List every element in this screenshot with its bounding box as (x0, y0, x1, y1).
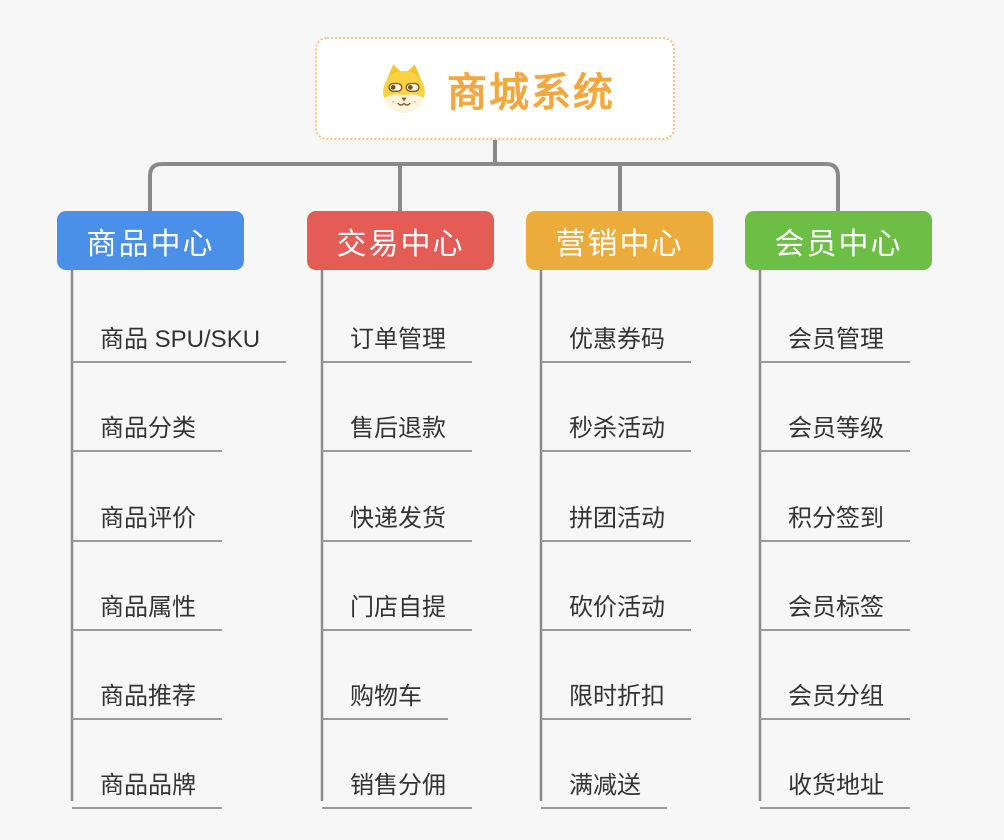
subtopic-shopping-cart[interactable]: 购物车 (322, 667, 448, 720)
subtopic-order-manage[interactable]: 订单管理 (322, 310, 472, 363)
subtopic-shipping-address[interactable]: 收货地址 (760, 756, 910, 809)
connector-rail (148, 162, 840, 211)
root-node[interactable]: 商城系统 (315, 37, 675, 140)
subtopic-product-category[interactable]: 商品分类 (72, 399, 222, 452)
subtopic-express-delivery[interactable]: 快递发货 (322, 489, 472, 542)
subtopic-product-brand[interactable]: 商品品牌 (72, 756, 222, 809)
subtopic-coupon-code[interactable]: 优惠券码 (541, 310, 691, 363)
subtopic-member-manage[interactable]: 会员管理 (760, 310, 910, 363)
subtopic-product-review[interactable]: 商品评价 (72, 489, 222, 542)
root-label: 商城系统 (447, 70, 615, 115)
subtopic-product-attr[interactable]: 商品属性 (72, 578, 222, 631)
subtopic-member-level[interactable]: 会员等级 (760, 399, 910, 452)
subtopic-product-spu-sku[interactable]: 商品 SPU/SKU (72, 310, 287, 363)
subtopic-points-checkin[interactable]: 积分签到 (760, 489, 910, 542)
subtopic-store-pickup[interactable]: 门店自提 (322, 578, 472, 631)
subtopic-time-discount[interactable]: 限时折扣 (541, 667, 691, 720)
dog-face-icon (375, 60, 433, 118)
subtopic-group-buy[interactable]: 拼团活动 (541, 489, 691, 542)
branch-node-member-center[interactable]: 会员中心 (745, 211, 932, 270)
subtopic-aftersale-refund[interactable]: 售后退款 (322, 399, 472, 452)
subtopic-full-reduction[interactable]: 满减送 (541, 756, 667, 809)
subtopic-bargain-activity[interactable]: 砍价活动 (541, 578, 691, 631)
subtopic-member-tag[interactable]: 会员标签 (760, 578, 910, 631)
branch-node-marketing-center[interactable]: 营销中心 (526, 211, 713, 270)
branch-node-trade-center[interactable]: 交易中心 (307, 211, 494, 270)
subtopic-sales-commission[interactable]: 销售分佣 (322, 756, 472, 809)
branch-node-product-center[interactable]: 商品中心 (57, 211, 244, 270)
subtopic-member-group[interactable]: 会员分组 (760, 667, 910, 720)
subtopic-flash-sale[interactable]: 秒杀活动 (541, 399, 691, 452)
subtopic-product-recommend[interactable]: 商品推荐 (72, 667, 222, 720)
